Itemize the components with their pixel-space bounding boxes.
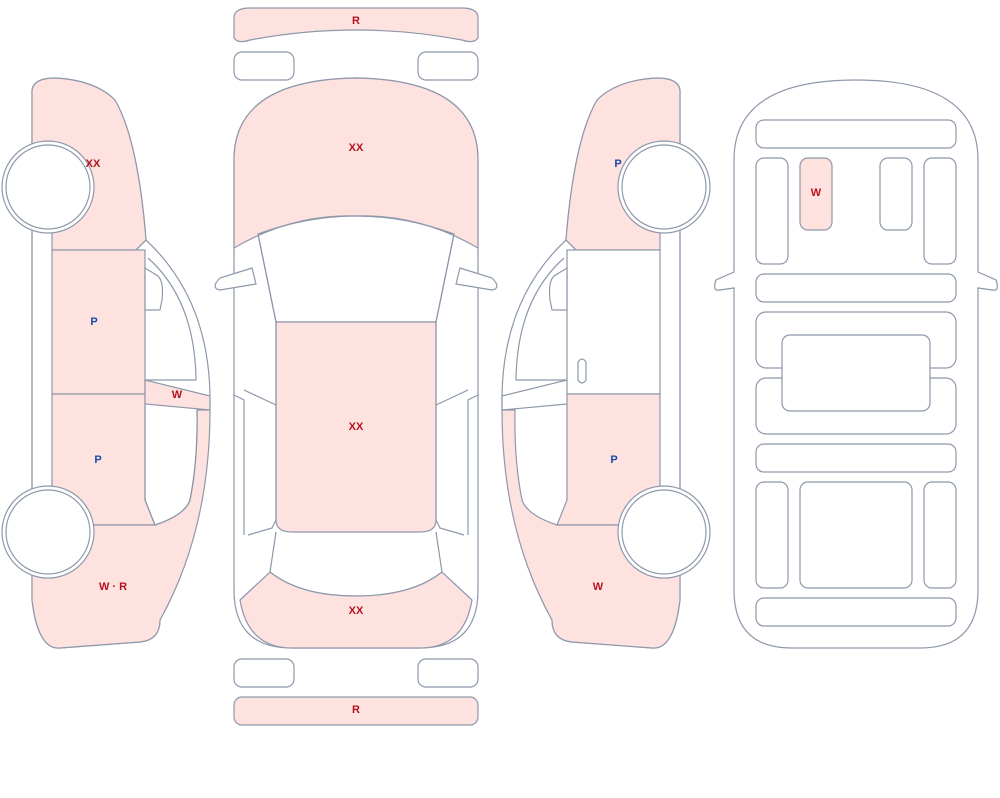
- under-floor-center[interactable]: [781, 334, 931, 412]
- under-front-panel-damaged[interactable]: [799, 157, 833, 231]
- trunk-panel[interactable]: [239, 571, 473, 649]
- trunk-label: XX: [349, 605, 364, 617]
- left-quarter-glass[interactable]: [144, 379, 211, 411]
- left-side-glass: [233, 233, 277, 536]
- right-taillight: [417, 658, 479, 688]
- left-side-view: XX P W P W · R: [1, 77, 211, 649]
- roof-label: XX: [349, 421, 364, 433]
- left-taillight: [233, 658, 295, 688]
- under-front-right-rail[interactable]: [923, 157, 957, 265]
- under-mid-crossmember-1[interactable]: [755, 273, 957, 303]
- under-rear-right-rail[interactable]: [923, 481, 957, 589]
- underbody-panel-label: W: [811, 187, 822, 199]
- right-side-view: P P W: [501, 77, 711, 649]
- left-glass-label: W: [172, 389, 183, 401]
- top-right-mirror[interactable]: [455, 267, 498, 291]
- under-front-crossmember[interactable]: [755, 119, 957, 149]
- windshield: [257, 215, 455, 323]
- left-front-fender-label: XX: [86, 158, 101, 170]
- rear-bumper-label: R: [352, 704, 360, 716]
- right-rear-quarter-panel[interactable]: [501, 409, 681, 649]
- left-rear-window-line: [144, 404, 198, 526]
- front-bumper-panel[interactable]: [233, 7, 479, 43]
- under-rear-crossmember[interactable]: [755, 597, 957, 627]
- under-front-panel-right[interactable]: [879, 157, 913, 231]
- right-front-fender-label: P: [614, 158, 621, 170]
- left-rear-quarter-label: W · R: [99, 581, 127, 593]
- left-rear-wheel-inner: [5, 489, 91, 575]
- hood-label: XX: [349, 142, 364, 154]
- right-side-glass: [435, 233, 479, 536]
- left-front-wheel-inner: [5, 144, 91, 230]
- front-bumper-label: R: [352, 15, 360, 27]
- right-rear-quarter-label: W: [593, 581, 604, 593]
- right-door-handle[interactable]: [577, 358, 587, 384]
- right-rear-door-label: P: [610, 454, 617, 466]
- right-quarter-glass: [501, 379, 568, 411]
- right-mirror[interactable]: [548, 266, 568, 311]
- top-view: R XX XX XX R: [214, 7, 498, 726]
- left-window-frame: [135, 239, 197, 381]
- left-mirror[interactable]: [144, 266, 164, 311]
- right-rear-wheel-inner: [621, 489, 707, 575]
- under-rear-center[interactable]: [799, 481, 913, 589]
- roof-panel[interactable]: [275, 321, 437, 533]
- under-front-left-rail[interactable]: [755, 157, 789, 265]
- left-front-door-panel[interactable]: [51, 249, 146, 395]
- top-left-mirror[interactable]: [214, 267, 257, 291]
- left-front-door-label: P: [90, 316, 97, 328]
- under-mid-crossmember-2[interactable]: [755, 443, 957, 473]
- right-window-frame: [515, 239, 577, 381]
- under-rear-left-rail[interactable]: [755, 481, 789, 589]
- rear-bumper-panel[interactable]: [233, 696, 479, 726]
- underbody-view: W: [714, 79, 998, 649]
- left-headlight: [233, 51, 295, 81]
- right-headlight: [417, 51, 479, 81]
- right-front-wheel-inner: [621, 144, 707, 230]
- left-rear-door-label: P: [94, 454, 101, 466]
